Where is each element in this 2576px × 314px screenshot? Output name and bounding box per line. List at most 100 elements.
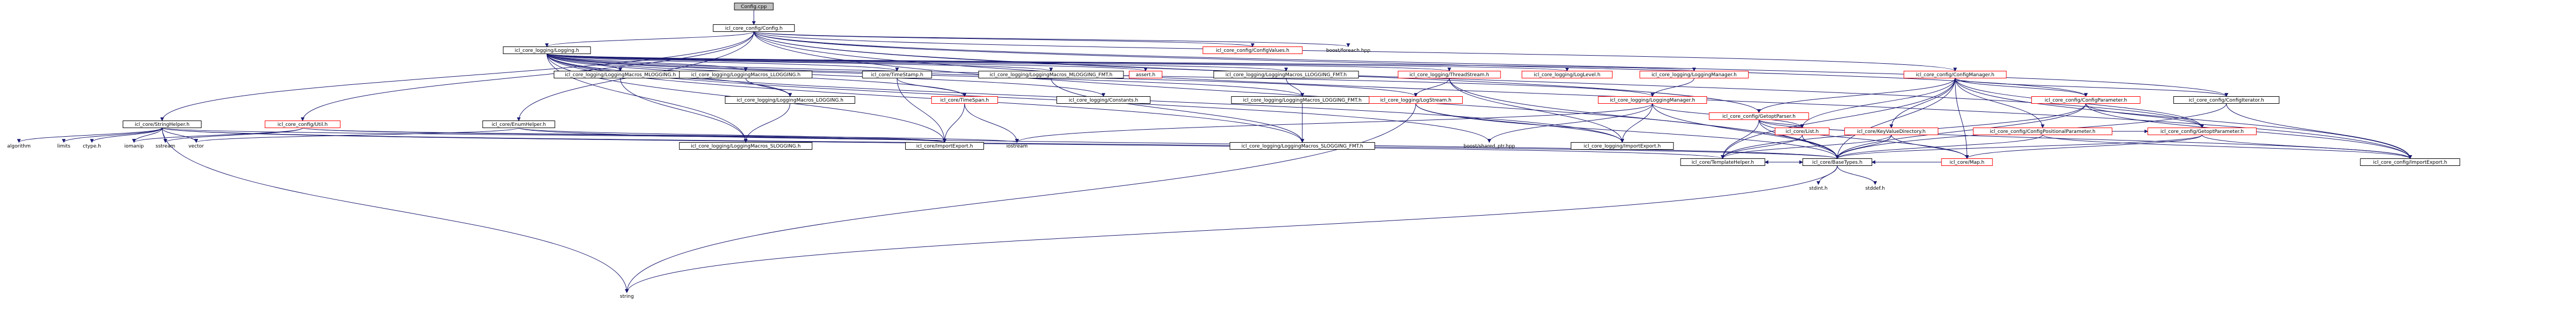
dependency-edge — [546, 54, 899, 72]
dependency-edge — [753, 31, 1957, 72]
header-file-node[interactable]: icl_core/StringHelper.h — [123, 121, 202, 128]
header-file-node[interactable]: icl_core_config/ConfigManager.h — [1903, 71, 2007, 78]
node-box — [1570, 142, 1674, 150]
header-file-node[interactable]: icl_core/BaseTypes.h — [1802, 158, 1872, 166]
node-label: Config.cpp — [741, 4, 767, 10]
dependency-edge — [744, 103, 791, 143]
node-label: icl_core_config/ConfigPositionalParamete… — [1990, 129, 2096, 135]
node-label: vector — [189, 144, 204, 149]
dependency-edge — [1650, 78, 1695, 97]
node-box — [679, 142, 813, 150]
header-file-node[interactable]: icl_core_logging/LogStream.h — [1369, 96, 1463, 104]
external-header-node: algorithm — [7, 144, 30, 149]
dependency-edge — [1955, 78, 2045, 129]
header-file-node[interactable]: icl_core_logging/Constants.h — [1056, 96, 1150, 104]
header-file-node[interactable]: icl_core_logging/LoggingMacros_LLOGGING.… — [679, 71, 813, 78]
dependency-edge — [1721, 135, 1803, 159]
edges-layer — [17, 10, 2412, 293]
dependency-edge — [90, 128, 163, 143]
header-file-node[interactable]: icl_core/KeyValueDirectory.h — [1844, 128, 1938, 135]
dependency-edge — [302, 128, 946, 143]
dependency-edge — [1955, 78, 2412, 159]
dependency-edge — [518, 128, 1839, 159]
header-file-node[interactable]: icl_core/Map.h — [1941, 158, 1993, 166]
node-box — [1802, 158, 1872, 166]
header-file-node[interactable]: icl_core/TemplateHelper.h — [1680, 158, 1765, 166]
header-file-node[interactable]: icl_core/TimeSpan.h — [931, 96, 998, 104]
header-file-node[interactable]: icl_core_config/ConfigParameter.h — [2031, 96, 2140, 104]
header-file-node[interactable]: icl_core/ImportExport.h — [905, 142, 984, 150]
node-label: icl_core_logging/LoggingMacros_LOGGING_F… — [1243, 98, 1361, 103]
node-label: icl_core_config/ConfigValues.h — [1216, 48, 1289, 54]
node-box — [1903, 71, 2007, 78]
node-label: icl_core_config/Config.h — [725, 26, 782, 31]
node-label: icl_core_logging/LogLevel.h — [1534, 72, 1600, 78]
dependency-edge — [160, 31, 754, 122]
dependency-edge — [546, 54, 748, 72]
header-file-node[interactable]: icl_core/TimeStamp.h — [862, 71, 932, 78]
node-label: icl_core/TemplateHelper.h — [1691, 160, 1754, 165]
dependency-edge — [2202, 135, 2412, 159]
header-file-node[interactable]: icl_core_config/GetoptParameter.h — [2147, 128, 2257, 135]
header-file-node[interactable]: icl_core_logging/ThreadStream.h — [1397, 71, 1501, 78]
external-header-node: iomanip — [124, 144, 144, 149]
header-file-node[interactable]: icl_core_logging/ImportExport.h — [1570, 142, 1674, 150]
node-box — [931, 96, 998, 104]
dependency-edge — [753, 31, 1255, 48]
dependency-edge — [162, 128, 629, 293]
dependency-edge — [17, 128, 163, 143]
header-file-node[interactable]: icl_core_logging/LoggingMacros_LLOGGING_… — [1213, 71, 1359, 78]
node-label: algorithm — [7, 144, 30, 149]
dependency-edge — [546, 54, 1053, 72]
header-file-node[interactable]: icl_core/EnumHelper.h — [482, 121, 556, 128]
node-label: icl_core_config/ConfigParameter.h — [2045, 98, 2127, 103]
node-box — [1709, 112, 1809, 120]
dependency-edge — [162, 128, 168, 143]
node-label: boost/foreach.hpp — [1326, 48, 1370, 54]
header-file-node[interactable]: icl_core_logging/LoggingMacros_MLOGGING_… — [978, 71, 1124, 78]
dependency-edge — [1955, 78, 2229, 97]
dependency-edge — [1449, 78, 1624, 143]
dependency-edge — [753, 31, 2412, 159]
header-file-node[interactable]: icl_core_config/ImportExport.h — [2360, 158, 2460, 166]
node-label: icl_core_config/ConfigIterator.h — [2189, 98, 2264, 103]
node-box — [1213, 71, 1359, 78]
dependency-edge — [546, 54, 1106, 97]
header-file-node[interactable]: icl_core_logging/LoggingMacros_SLOGGING.… — [679, 142, 813, 150]
header-file-node[interactable]: icl_core_logging/LoggingManager.h — [1640, 71, 1749, 78]
header-file-node[interactable]: assert.h — [1129, 71, 1162, 78]
header-file-node[interactable]: icl_core_logging/LoggingMacros_MLOGGING.… — [553, 71, 687, 78]
dependency-edge — [1721, 78, 1956, 159]
header-file-node[interactable]: icl_core_logging/Logging.h — [503, 46, 591, 54]
dependency-edge — [518, 128, 947, 143]
header-file-node[interactable]: icl_core_logging/LoggingMacros_LOGGING_F… — [1231, 96, 1374, 104]
dependency-edge — [1414, 78, 1450, 97]
header-file-node[interactable]: icl_core_config/ConfigIterator.h — [2173, 96, 2280, 104]
header-file-node[interactable]: icl_core_config/ConfigValues.h — [1202, 46, 1303, 54]
header-file-node[interactable]: icl_core_config/Util.h — [264, 121, 341, 128]
header-file-node[interactable]: icl_core_logging/LoggingMacros_SLOGGING_… — [1229, 142, 1375, 150]
header-file-node[interactable]: icl_core_logging/LoggingMacros_LOGGING.h — [725, 96, 855, 104]
dependency-edge — [1835, 135, 1892, 159]
header-file-node[interactable]: icl_core_config/ConfigPositionalParamete… — [1973, 128, 2112, 135]
external-header-node: vector — [189, 144, 204, 149]
nodes-layer: Config.cpp icl_core_config/Config.h icl_co… — [7, 3, 2460, 299]
node-label: icl_core/TimeStamp.h — [871, 72, 924, 78]
node-box — [713, 24, 795, 32]
header-file-node[interactable]: icl_core_logging/LoggingManager.h — [1598, 96, 1707, 104]
header-file-node[interactable]: icl_core_logging/LogLevel.h — [1521, 71, 1613, 78]
dependency-edge — [1415, 103, 1624, 143]
header-file-node[interactable]: icl_core/List.h — [1775, 128, 1830, 135]
header-file-node[interactable]: icl_core_config/Config.h — [713, 24, 795, 32]
dependency-edge — [1835, 135, 2203, 159]
dependency-edge — [964, 103, 1019, 143]
node-label: icl_core/ImportExport.h — [916, 144, 973, 149]
dependency-edge — [62, 128, 163, 143]
dependency-edge — [2226, 103, 2412, 159]
external-header-node: iostream — [1006, 144, 1028, 149]
node-box — [978, 71, 1124, 78]
node-box — [1598, 96, 1707, 104]
node-label: assert.h — [1136, 72, 1155, 78]
header-file-node[interactable]: icl_core_config/GetoptParser.h — [1709, 112, 1809, 120]
node-label: iomanip — [124, 144, 144, 149]
